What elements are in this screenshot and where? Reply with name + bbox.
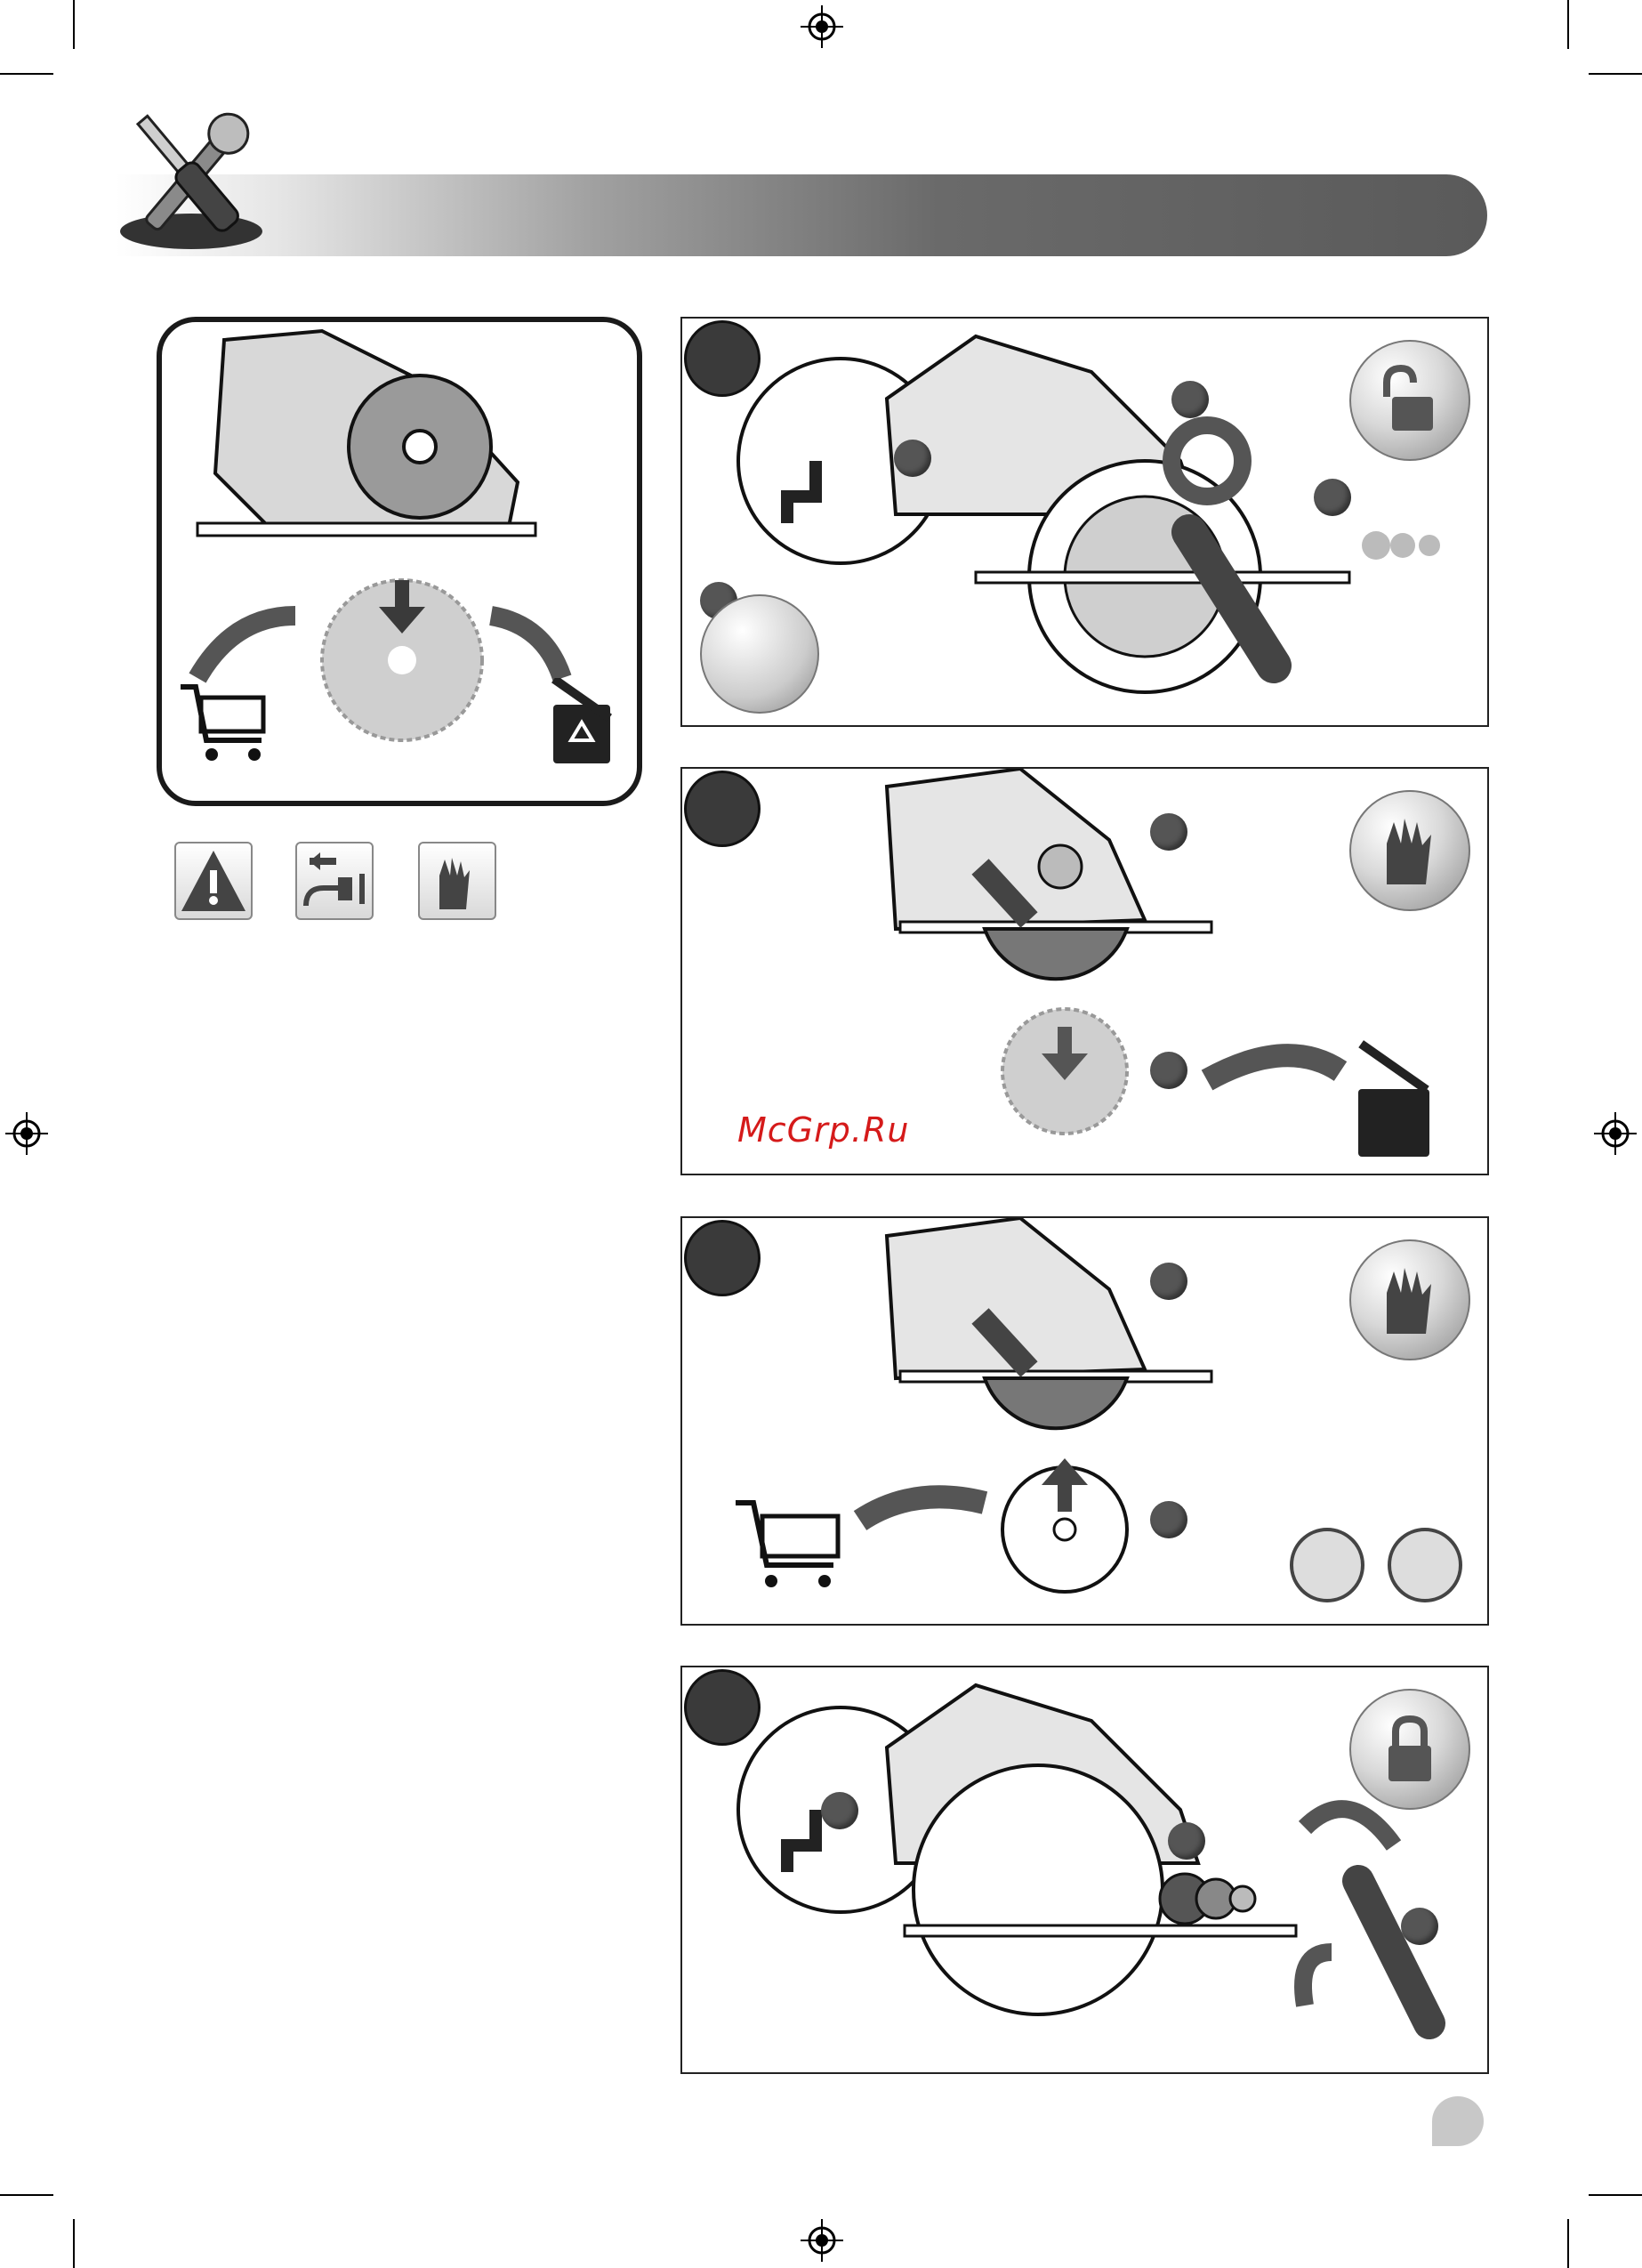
crop-mark: [1589, 73, 1642, 75]
crop-mark: [73, 0, 75, 49]
registration-mark-icon: [1594, 1112, 1637, 1155]
step-3-frame: [680, 1216, 1489, 1626]
unplug-badge-icon: [700, 594, 819, 714]
crop-mark: [0, 2194, 53, 2196]
gloves-icon: [418, 842, 496, 920]
lock-icon: [1349, 1689, 1470, 1810]
unlock-icon: [1349, 340, 1470, 461]
gloves-icon: [1349, 790, 1470, 911]
header-banner: [116, 174, 1487, 256]
crop-mark: [1589, 2194, 1642, 2196]
step-1-badge: [684, 320, 761, 397]
step-2-badge: [684, 771, 761, 847]
step-marker: [821, 1792, 858, 1829]
registration-mark-icon: [5, 1112, 48, 1155]
shopping-cart-icon: [176, 678, 274, 767]
crop-mark: [1567, 0, 1569, 49]
step-marker: [1168, 1822, 1205, 1860]
step-4-frame: [680, 1666, 1489, 2074]
watermark-text: McGrp.Ru: [737, 1110, 909, 1150]
overview-panel: [157, 317, 642, 806]
step-marker: [1150, 1263, 1187, 1300]
recycle-bin-icon: [544, 678, 619, 767]
step-marker: [1150, 813, 1187, 851]
gloves-icon: [1349, 1239, 1470, 1360]
crop-mark: [1567, 2219, 1569, 2268]
step-1-frame: [680, 317, 1489, 727]
step-marker: [1171, 381, 1209, 418]
tools-icon: [107, 98, 276, 258]
step-marker: [1401, 1908, 1438, 1945]
unplug-icon: [295, 842, 374, 920]
crop-mark: [0, 73, 53, 75]
step-4-badge: [684, 1669, 761, 1746]
step-2-frame: McGrp.Ru: [680, 767, 1489, 1175]
step-marker: [1150, 1052, 1187, 1089]
warning-icon: [174, 842, 253, 920]
step-marker: [1314, 479, 1351, 516]
page-number-badge: [1432, 2096, 1484, 2146]
registration-mark-icon: [801, 5, 843, 48]
registration-mark-icon: [801, 2219, 843, 2262]
step-marker: [894, 440, 931, 477]
step-3-badge: [684, 1220, 761, 1296]
step-marker: [1150, 1501, 1187, 1538]
crop-mark: [73, 2219, 75, 2268]
